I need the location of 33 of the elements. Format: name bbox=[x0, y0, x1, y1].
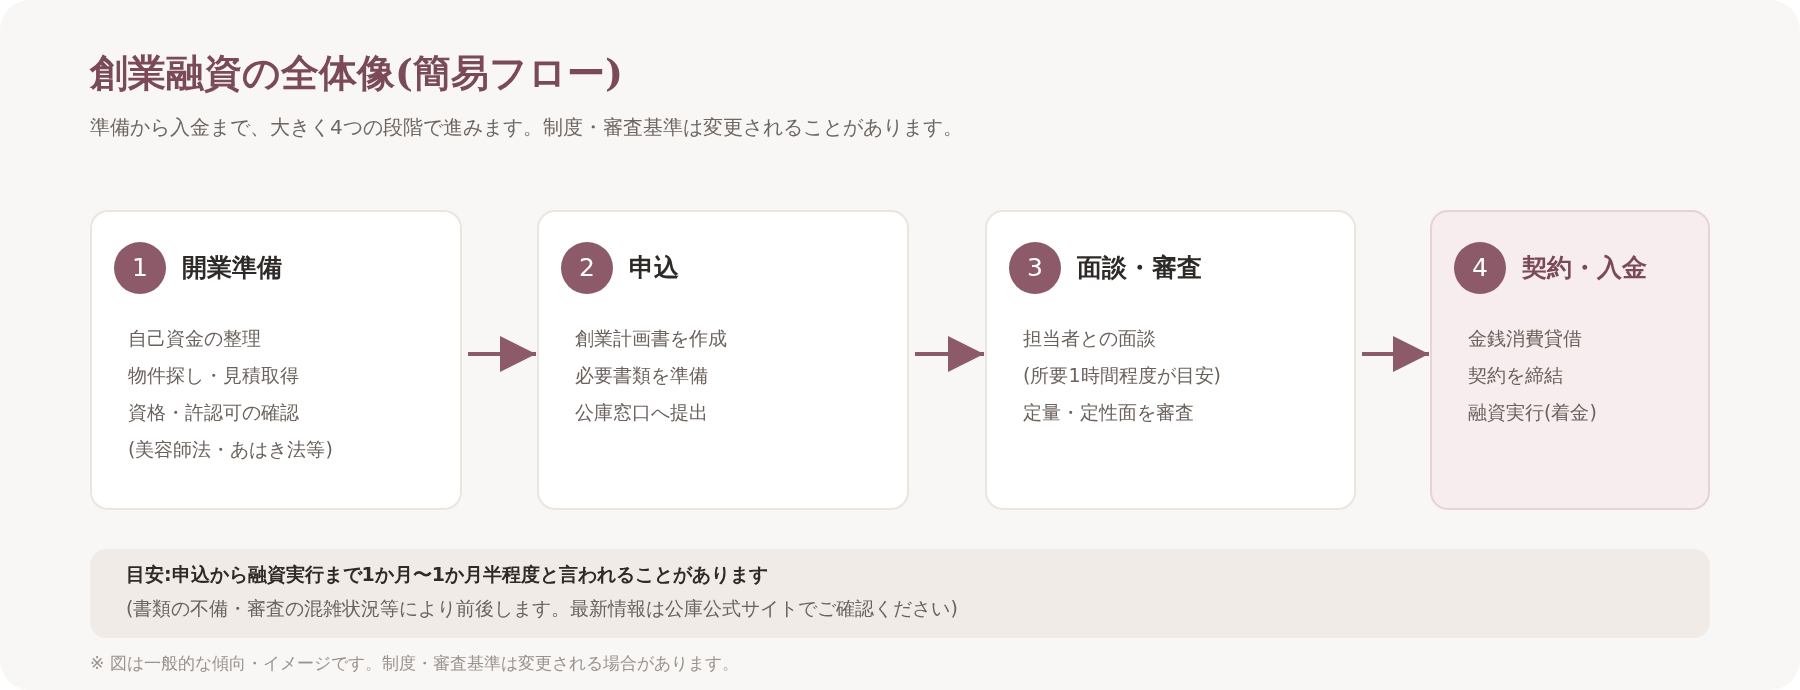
step-item: (美容師法・あはき法等) bbox=[128, 437, 333, 462]
step-heading: 開業準備 bbox=[182, 252, 282, 284]
step-item: 金銭消費貸借 bbox=[1468, 326, 1582, 351]
note-heading: 目安:申込から融資実行まで1か月〜1か月半程度と言われることがあります bbox=[126, 562, 769, 587]
arrow bbox=[1362, 336, 1429, 372]
step-item: 担当者との面談 bbox=[1023, 326, 1156, 351]
number-badge: 2 bbox=[561, 242, 613, 294]
step-item: (所要1時間程度が目安) bbox=[1023, 363, 1221, 388]
subtitle: 準備から入金まで、大きく4つの段階で進みます。制度・審査基準は変更されることがあります。 bbox=[90, 114, 963, 141]
step-card bbox=[537, 210, 909, 510]
note-text: (書類の不備・審査の混雑状況等により前後します。最新情報は公庫公式サイトでご確認ください) bbox=[126, 596, 958, 621]
step-heading: 申込 bbox=[629, 252, 679, 284]
step-heading: 面談・審査 bbox=[1077, 252, 1202, 284]
number-badge: 1 bbox=[114, 242, 166, 294]
step-card bbox=[90, 210, 462, 510]
step-item: 資格・許認可の確認 bbox=[128, 400, 299, 425]
step-item: 契約を締結 bbox=[1468, 363, 1563, 388]
step-item: 自己資金の整理 bbox=[128, 326, 261, 351]
step-item: 物件探し・見積取得 bbox=[128, 363, 299, 388]
step-card bbox=[1430, 210, 1710, 510]
step-item: 融資実行(着金) bbox=[1468, 400, 1597, 425]
step-item: 定量・定性面を審査 bbox=[1023, 400, 1194, 425]
footnote: ※ 図は一般的な傾向・イメージです。制度・審査基準は変更される場合があります。 bbox=[90, 652, 739, 675]
step-item: 創業計画書を作成 bbox=[575, 326, 727, 351]
number-badge: 3 bbox=[1009, 242, 1061, 294]
step-item: 公庫窓口へ提出 bbox=[575, 400, 708, 425]
arrow bbox=[468, 336, 536, 372]
title: 創業融資の全体像(簡易フロー) bbox=[90, 49, 623, 97]
step-card bbox=[985, 210, 1356, 510]
number-badge: 4 bbox=[1454, 242, 1506, 294]
arrow bbox=[915, 336, 984, 372]
step-heading: 契約・入金 bbox=[1522, 252, 1647, 284]
step-item: 必要書類を準備 bbox=[575, 363, 708, 388]
